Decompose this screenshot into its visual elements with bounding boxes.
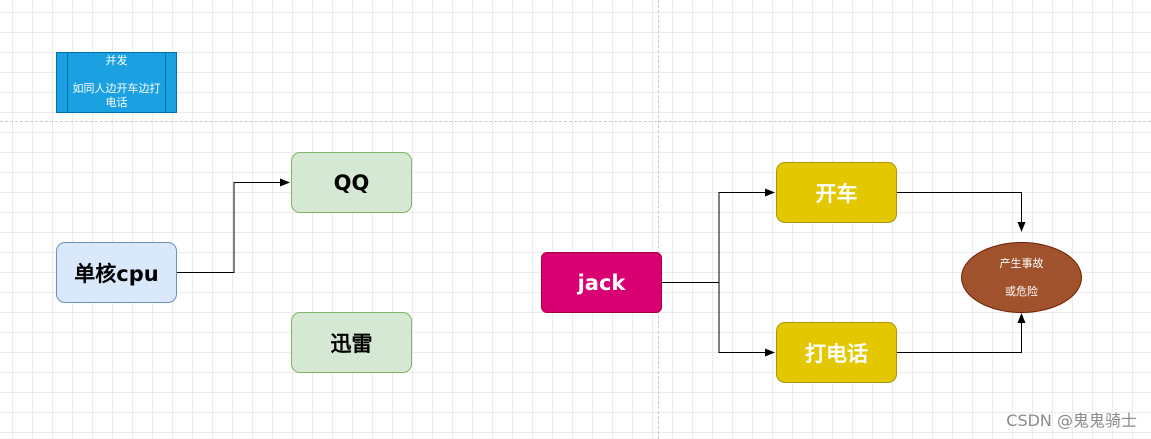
node-label: 开车	[815, 181, 858, 206]
node-label: 迅雷	[330, 331, 373, 356]
guide-line-horizontal	[0, 121, 1151, 122]
node-label: QQ	[333, 170, 370, 195]
jack-node[interactable]: jack	[541, 252, 662, 313]
guide-line-vertical	[658, 0, 659, 439]
phone-call-node[interactable]: 打电话	[776, 322, 897, 383]
edge-drive-to-accident	[897, 192, 1026, 232]
qq-node[interactable]: QQ	[291, 152, 412, 213]
node-label-line2: 或危险	[1005, 284, 1038, 298]
node-label-line1: 产生事故	[999, 256, 1044, 270]
edge-cpu-to-qq	[177, 178, 290, 273]
concurrency-note[interactable]: 并发 如同人边开车边打电话	[56, 52, 177, 113]
driving-node[interactable]: 开车	[776, 162, 897, 223]
edge-jack-to-phone	[662, 282, 775, 357]
edge-phone-to-accident	[897, 313, 1026, 353]
node-label: 打电话	[805, 341, 868, 366]
note-title: 并发	[105, 54, 128, 67]
accident-node[interactable]: 产生事故 或危险	[961, 242, 1082, 313]
xunlei-node[interactable]: 迅雷	[291, 312, 412, 373]
node-label: 单核cpu	[74, 261, 159, 286]
note-text: 如同人边开车边打电话	[72, 82, 161, 109]
csdn-watermark: CSDN @鬼鬼骑士	[1006, 411, 1137, 430]
edge-jack-to-drive	[662, 188, 775, 283]
node-label: jack	[577, 270, 626, 295]
single-core-cpu-node[interactable]: 单核cpu	[56, 242, 177, 303]
